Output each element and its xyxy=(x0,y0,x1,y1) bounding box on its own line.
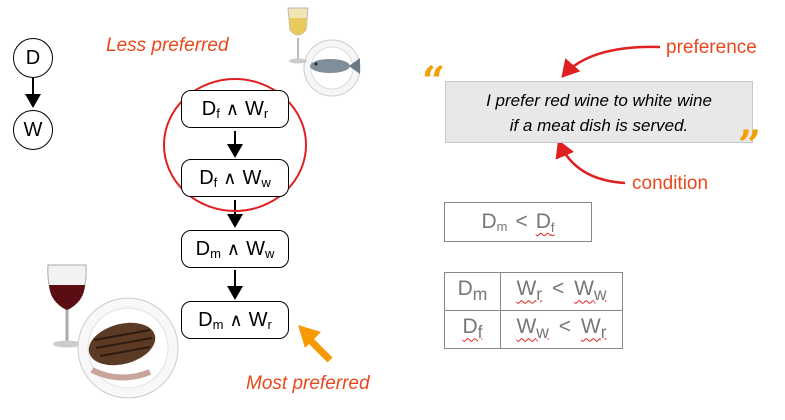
relation-right-var: D xyxy=(535,210,551,233)
state-wine-value: w xyxy=(264,245,275,261)
most-preferred-arrow xyxy=(298,325,333,363)
pref-right: Wr xyxy=(580,315,607,342)
pref-right-value: w xyxy=(593,284,607,305)
state-wine-var: W xyxy=(246,237,265,260)
state-dish-var: D xyxy=(198,308,213,331)
less-preferred-circle xyxy=(163,78,307,212)
state-wine-var: W xyxy=(245,97,264,120)
condition-cell: Dm xyxy=(444,272,501,311)
pref-left-var: W xyxy=(516,277,537,301)
preference-label: preference xyxy=(666,37,757,58)
state-wine-value: w xyxy=(261,174,271,190)
cond-value: m xyxy=(472,284,488,305)
state-dish-value: m xyxy=(212,316,224,332)
relation-left-var: D xyxy=(481,210,497,233)
relation-operator: < xyxy=(515,210,528,233)
state-dish-var: D xyxy=(201,97,217,120)
and-symbol: ∧ xyxy=(226,238,241,259)
state-dish-value: f xyxy=(216,105,220,121)
and-symbol: ∧ xyxy=(225,98,240,119)
state-wine-value: r xyxy=(263,105,269,121)
steak-dish-image xyxy=(77,297,179,399)
state-wine-var: W xyxy=(242,166,262,189)
node-wine: W xyxy=(13,110,53,150)
most-preferred-label: Most preferred xyxy=(246,373,370,394)
relation-left-value: m xyxy=(496,218,508,234)
state-wine-var: W xyxy=(248,308,268,331)
statement-line-1: I prefer red wine to white wine xyxy=(486,91,712,110)
and-symbol: ∧ xyxy=(223,167,237,188)
cond: Df xyxy=(462,315,482,342)
pref-right-value: r xyxy=(600,322,607,343)
preference-cell: Wr < Ww xyxy=(500,272,623,311)
cond-value: f xyxy=(477,322,483,343)
node-dish: D xyxy=(13,38,53,78)
state-dish-var: D xyxy=(199,166,214,189)
and-symbol: ∧ xyxy=(229,309,243,330)
state-dish-value: f xyxy=(213,174,218,190)
conditional-preference-table: Dm Wr < Ww Df Ww < Wr xyxy=(444,272,623,349)
pref-left-value: r xyxy=(536,284,543,305)
preference-arrow xyxy=(561,45,661,78)
preference-statement: I prefer red wine to white wine if a mea… xyxy=(445,81,753,143)
relation-right-value: f xyxy=(550,220,555,235)
state-dish-value: m xyxy=(210,245,221,261)
pref-right-var: W xyxy=(574,277,594,301)
white-wine-glass-image xyxy=(287,7,309,64)
table-row: Dm Wr < Ww xyxy=(444,272,623,311)
statement-line-2: if a meat dish is served. xyxy=(509,116,689,135)
pref-left: Ww xyxy=(516,315,548,342)
pref-left-var: W xyxy=(516,315,537,339)
pref-right: Ww xyxy=(574,277,606,304)
pref-operator: < xyxy=(558,315,572,339)
pref-left: Wr xyxy=(516,277,542,304)
pref-operator: < xyxy=(551,277,565,301)
pref-right-var: W xyxy=(580,315,601,339)
preference-cell: Ww < Wr xyxy=(500,310,623,349)
condition-label: condition xyxy=(632,173,709,194)
relation-right: Df xyxy=(535,210,555,235)
condition-cell: Df xyxy=(444,310,501,349)
pref-left-value: w xyxy=(536,322,549,343)
table-row: Df Ww < Wr xyxy=(444,310,623,349)
state-dish-var: D xyxy=(195,237,211,260)
close-quote-mark: ” xyxy=(738,122,762,169)
cond-var: D xyxy=(462,315,478,339)
open-quote-mark: “ xyxy=(422,58,446,105)
state-wine-value: r xyxy=(267,316,272,332)
red-wine-glass-image xyxy=(47,264,87,348)
fish-dish-image xyxy=(303,39,361,97)
cond-var: D xyxy=(457,277,473,301)
condition-arrow xyxy=(555,139,626,185)
less-preferred-label: Less preferred xyxy=(106,35,229,56)
